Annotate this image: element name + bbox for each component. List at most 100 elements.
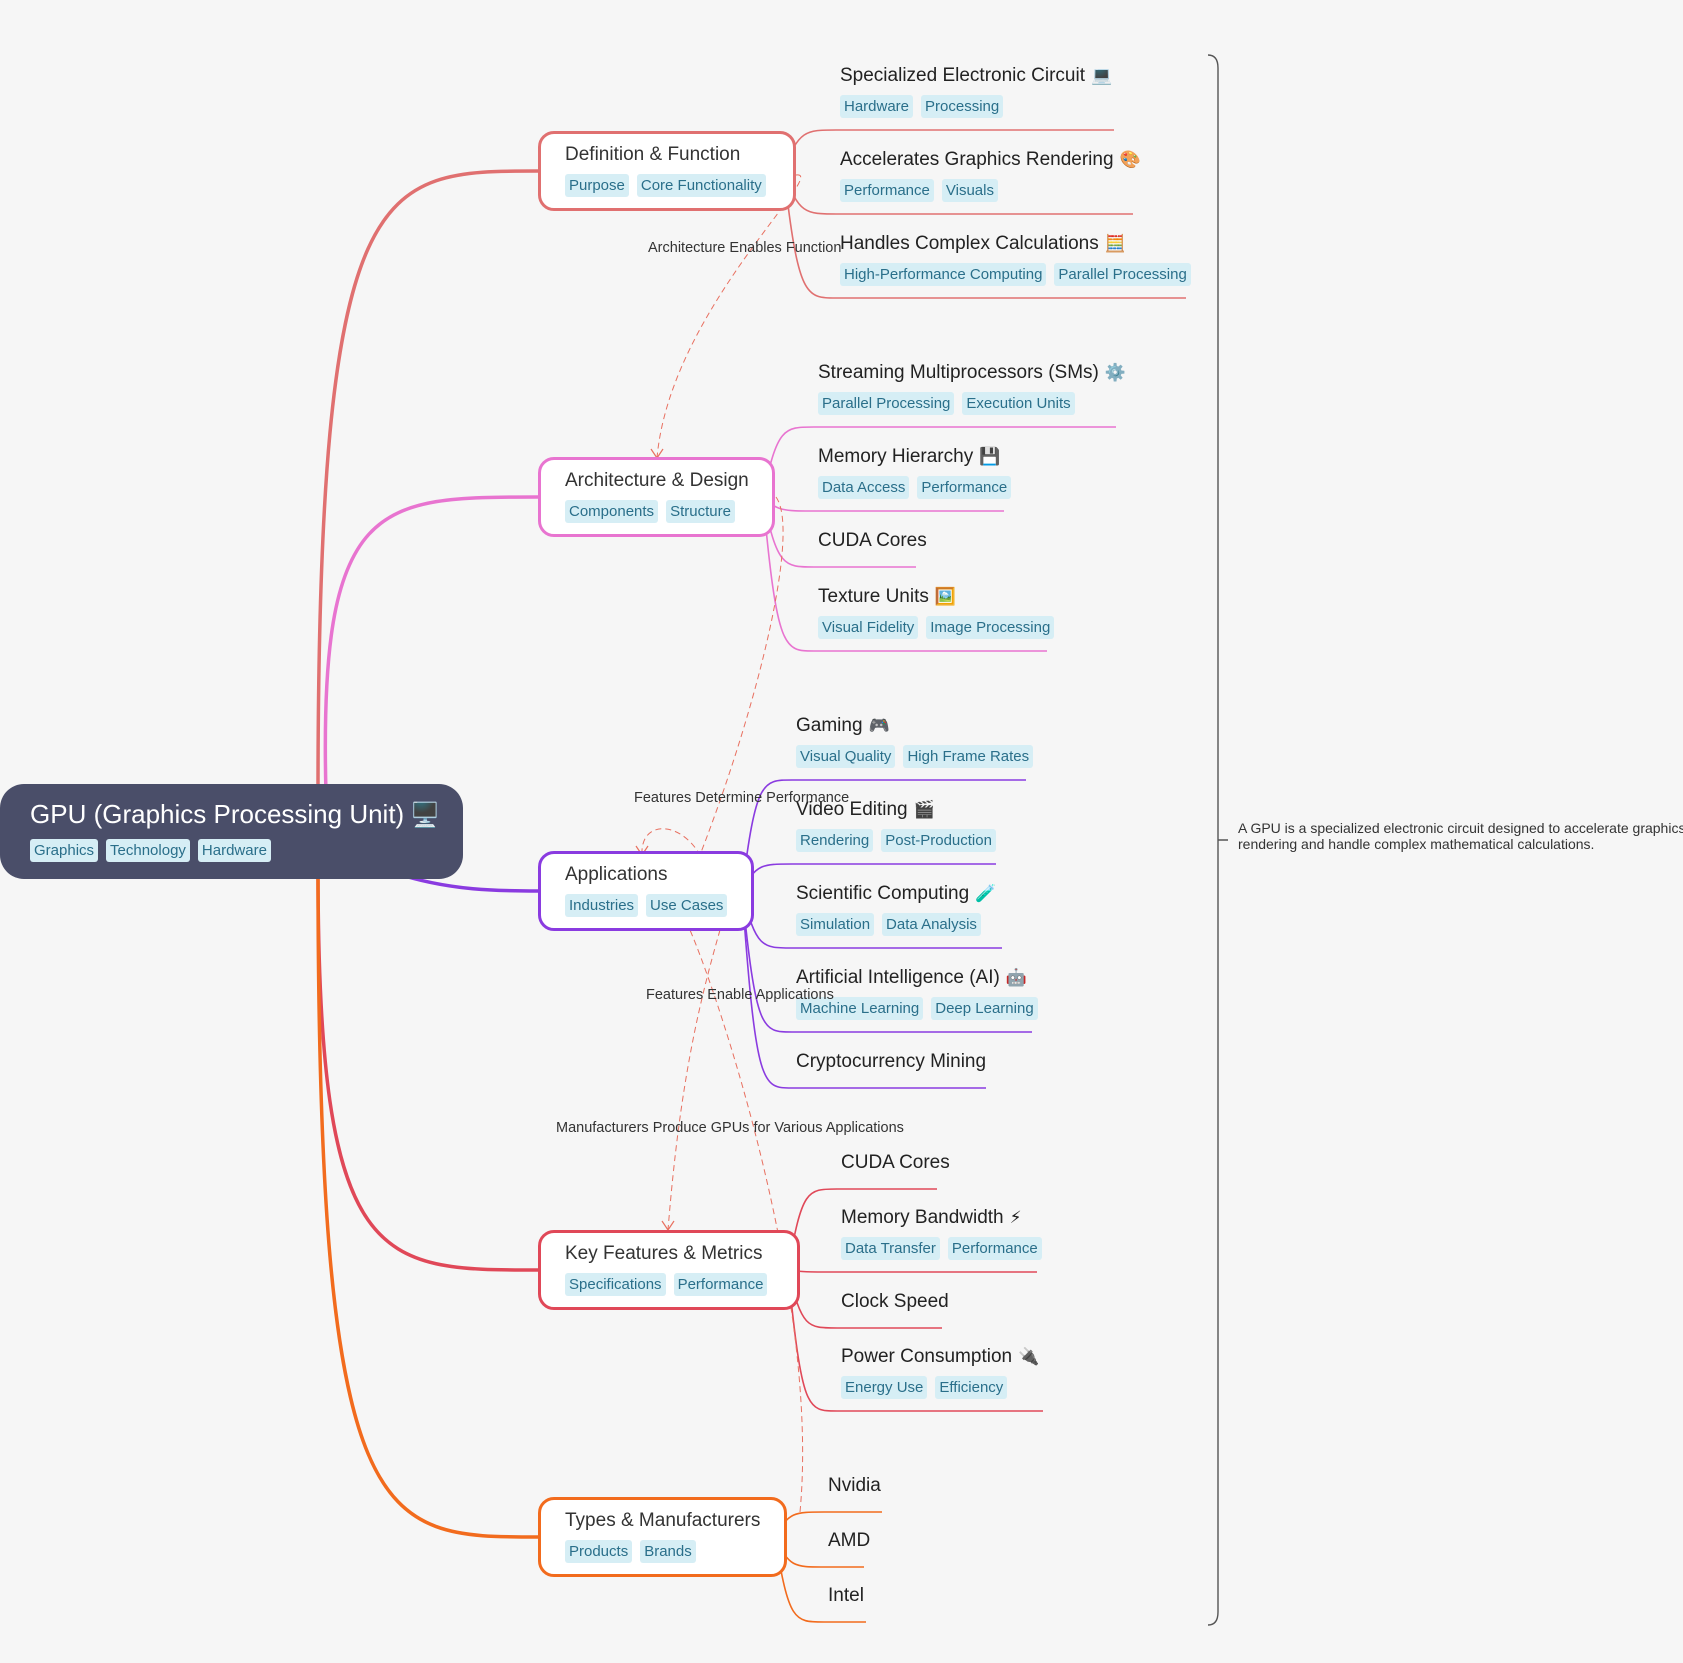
leaf-title-row: Artificial Intelligence (AI)🤖 — [796, 966, 1038, 990]
leaf-title: Handles Complex Calculations — [840, 233, 1099, 254]
branch-title: Types & Manufacturers — [565, 1510, 761, 1531]
tag: Visual Quality — [796, 745, 896, 768]
leaf-connector — [783, 170, 1186, 299]
leaf-title-row: Cryptocurrency Mining — [796, 1050, 986, 1074]
leaf-title-row: Scientific Computing🧪 — [796, 882, 996, 906]
leaf-connector — [787, 1269, 1043, 1412]
leaf-title: Intel — [828, 1585, 864, 1606]
branch-title: Applications — [565, 864, 668, 885]
leaf-title: Nvidia — [828, 1475, 881, 1496]
root-title-row: GPU (Graphics Processing Unit)🖥️ — [30, 798, 440, 832]
tag: Data Transfer — [841, 1237, 940, 1260]
leaf-connector — [741, 890, 986, 1089]
leaf-title-row: Accelerates Graphics Rendering🎨 — [840, 148, 1141, 172]
emoji-icon: 🧪 — [975, 884, 997, 903]
tag: Core Functionality — [636, 174, 766, 197]
leaf-node[interactable]: AMD — [828, 1529, 870, 1553]
leaf-node[interactable]: Artificial Intelligence (AI)🤖 Machine Lea… — [796, 966, 1038, 1020]
relationship-line — [667, 929, 721, 1231]
emoji-icon: 💻 — [1091, 66, 1113, 85]
leaf-node[interactable]: CUDA Cores — [818, 529, 927, 553]
leaf-connector — [741, 890, 1032, 1033]
tag: Performance — [673, 1273, 768, 1296]
leaf-node[interactable]: Cryptocurrency Mining — [796, 1050, 986, 1074]
leaf-title-row: Clock Speed — [841, 1290, 949, 1314]
tag: Purpose — [565, 174, 629, 197]
leaf-title-row: Gaming🎮 — [796, 714, 1033, 738]
leaf-title-row: Video Editing🎬 — [796, 798, 996, 822]
relationship-line — [656, 174, 802, 459]
tag: High Frame Rates — [903, 745, 1034, 768]
tag: Graphics — [30, 839, 99, 862]
monitor-icon: 🖥️ — [410, 802, 441, 829]
emoji-icon: ⚡ — [1009, 1208, 1022, 1227]
tag: Machine Learning — [796, 997, 924, 1020]
leaf-node[interactable]: Clock Speed — [841, 1290, 949, 1314]
leaf-title: Power Consumption — [841, 1346, 1013, 1367]
leaf-connector — [787, 1269, 1037, 1273]
branch-title: Key Features & Metrics — [565, 1243, 763, 1264]
tag: Hardware — [197, 839, 271, 862]
leaf-node[interactable]: Gaming🎮 Visual Quality High Frame Rates — [796, 714, 1034, 768]
leaf-title: Gaming — [796, 715, 863, 736]
leaf-node[interactable]: Intel — [828, 1584, 864, 1608]
leaf-title-row: CUDA Cores — [818, 529, 927, 553]
leaf-connector — [762, 496, 1047, 652]
emoji-icon: ⚙️ — [1104, 363, 1127, 382]
relationship-line — [641, 496, 784, 857]
branch-title: Definition & Function — [565, 144, 741, 165]
leaf-node[interactable]: Video Editing🎬 Rendering Post-Production — [796, 798, 996, 852]
leaf-title-row: Nvidia — [828, 1474, 881, 1498]
leaf-title-row: Memory Bandwidth ⚡ — [841, 1206, 1042, 1230]
leaf-node[interactable]: Handles Complex Calculations🧮High-Perfor… — [840, 232, 1191, 286]
leaf-title-row: CUDA Cores — [841, 1151, 950, 1175]
leaf-title: Memory Bandwidth — [841, 1207, 1004, 1228]
emoji-icon: 🔌 — [1018, 1347, 1040, 1366]
tag: Parallel Processing — [818, 392, 955, 415]
leaf-node[interactable]: CUDA Cores — [841, 1151, 950, 1175]
leaf-title: CUDA Cores — [818, 530, 927, 551]
tag: Rendering — [796, 829, 874, 852]
leaf-title: Streaming Multiprocessors (SMs) — [818, 362, 1099, 383]
tag: Components — [565, 500, 659, 523]
leaf-title-row: Texture Units🖼️ — [818, 585, 1054, 609]
branch-connector — [323, 495, 539, 795]
tag: Technology — [106, 839, 190, 862]
leaf-title-row: Memory Hierarchy💾 — [818, 445, 1011, 469]
tag: Post-Production — [881, 829, 996, 852]
root-node[interactable]: GPU (Graphics Processing Unit)🖥️ Graphics… — [0, 784, 463, 879]
emoji-icon: 🎨 — [1119, 150, 1141, 169]
tag: Industries — [565, 894, 639, 917]
relationship-label: Features Enable Applications — [646, 987, 834, 1003]
leaf-title-row: Power Consumption 🔌 — [841, 1345, 1039, 1369]
branch-tags: Purpose Core Functionality — [565, 174, 769, 197]
leaf-title-row: Handles Complex Calculations🧮 — [840, 232, 1191, 256]
tag: Parallel Processing — [1054, 263, 1191, 286]
leaf-node[interactable]: Streaming Multiprocessors (SMs) ⚙️ Paralle… — [818, 361, 1126, 415]
leaf-title: Memory Hierarchy — [818, 446, 974, 467]
tag: Use Cases — [646, 894, 728, 917]
leaf-title: CUDA Cores — [841, 1152, 950, 1173]
tag: Products — [565, 1540, 633, 1563]
tag: Hardware — [840, 95, 914, 118]
root-tags: Graphics Technology Hardware — [30, 839, 433, 862]
branch-title: Architecture & Design — [565, 470, 749, 491]
relationship-label: Manufacturers Produce GPUs for Various A… — [556, 1120, 904, 1136]
leaf-node[interactable]: Accelerates Graphics Rendering🎨 Performan… — [840, 148, 1141, 202]
leaf-node[interactable]: Nvidia — [828, 1474, 881, 1498]
